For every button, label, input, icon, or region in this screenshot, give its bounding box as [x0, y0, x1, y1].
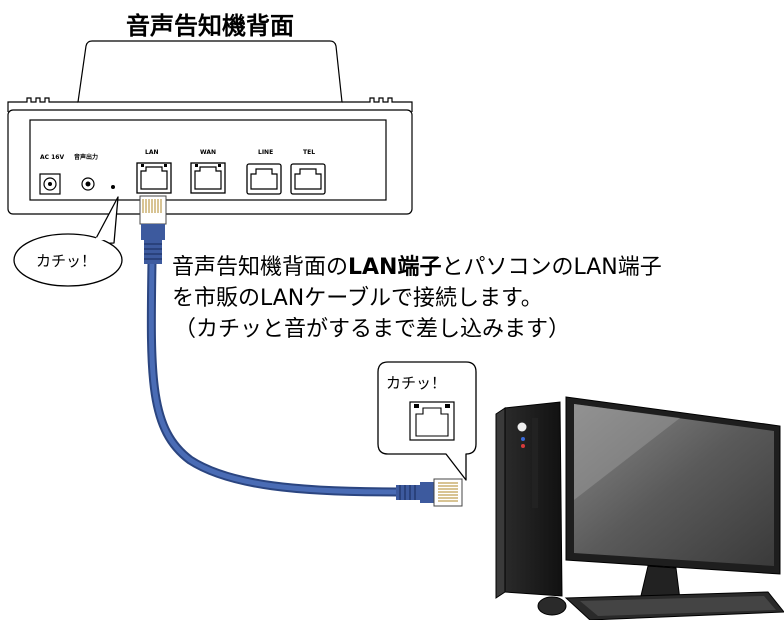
- audio-out-jack-icon: [81, 177, 95, 191]
- device-top-housing: [77, 40, 343, 103]
- port-label-tel: TEL: [303, 149, 315, 156]
- power-jack-icon: [39, 173, 61, 195]
- reset-hole-icon: [111, 185, 115, 189]
- pc-lan-port-icon: [409, 401, 455, 441]
- pc-mouse: [537, 596, 567, 616]
- line-port-icon: [246, 163, 282, 195]
- instruction-line-2: を市販のLANケーブルで接続します。: [172, 286, 543, 311]
- port-label-lan: LAN: [145, 149, 159, 156]
- wan-port-icon: [190, 162, 226, 194]
- device-left-shoulder: [7, 97, 78, 112]
- instruction-line-1-post: とパソコンのLAN端子: [441, 255, 662, 280]
- port-label-wan: WAN: [200, 149, 216, 156]
- rj45-plug-bottom-icon: [396, 478, 463, 507]
- device-click-text: カチッ！: [36, 252, 97, 270]
- lan-port-icon: [136, 162, 172, 194]
- lan-cable: [139, 195, 463, 507]
- device-right-shoulder: [342, 97, 413, 112]
- port-label-audio-out: 音声出力: [74, 153, 98, 161]
- device-back-panel: AC 16V 音声出力 LAN WAN LINE TEL: [7, 40, 413, 215]
- page-title: 音声告知機背面: [126, 12, 294, 40]
- rj45-plug-top-icon: [139, 195, 167, 264]
- desktop-pc-icon: [495, 396, 784, 621]
- port-label-line: LINE: [258, 149, 273, 156]
- instruction-text: 音声告知機背面のLAN端子とパソコンのLAN端子 を市販のLANケーブルで接続し…: [172, 252, 782, 345]
- instruction-line-1-bold: LAN端子: [348, 255, 442, 280]
- device-click-callout: [13, 196, 123, 287]
- tel-port-icon: [290, 163, 326, 195]
- instruction-line-3: （カチッと音がするまで差し込みます）: [174, 317, 571, 342]
- instruction-line-1-pre: 音声告知機背面の: [172, 255, 349, 280]
- pc-click-text: カチッ！: [386, 374, 447, 392]
- port-label-power: AC 16V: [40, 154, 64, 161]
- instruction-line-1: 音声告知機背面のLAN端子とパソコンのLAN端子: [172, 252, 782, 283]
- pc-click-callout: [377, 361, 477, 481]
